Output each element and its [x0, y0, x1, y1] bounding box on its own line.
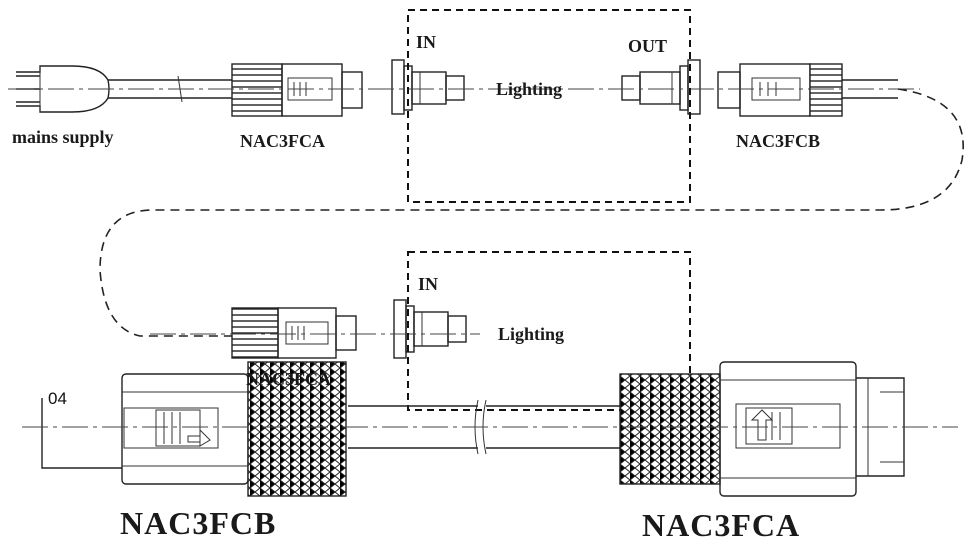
page-marker: 04 — [48, 389, 67, 408]
in-label-top: IN — [416, 32, 436, 52]
loop-cable-dashed — [99, 88, 964, 337]
in-socket-bottom-icon — [393, 299, 467, 359]
nac3fca-top-connector-icon — [231, 63, 363, 117]
lighting-box-top — [407, 9, 691, 203]
lighting-label-top: Lighting — [496, 79, 562, 99]
nac3fcb-top-label: NAC3FCB — [736, 131, 820, 151]
nac3fca-large-connector-icon — [619, 361, 905, 497]
in-label-bottom: IN — [418, 274, 438, 294]
mains-supply-label: mains supply — [12, 127, 114, 147]
out-socket-top-icon — [621, 59, 701, 115]
lighting-label-bottom: Lighting — [498, 324, 564, 344]
nac3fca-top-label: NAC3FCA — [240, 131, 325, 151]
nac3fca-large-label: NAC3FCA — [642, 507, 800, 541]
big-cable — [348, 399, 620, 455]
out-cable-top — [842, 79, 898, 99]
nac3fcb-top-connector-icon — [717, 63, 843, 117]
lighting-box-bottom — [407, 251, 691, 411]
out-label-top: OUT — [628, 36, 667, 56]
nac3fcb-large-connector-icon — [41, 361, 347, 497]
in-socket-top-icon — [391, 59, 465, 115]
nac3fca-middle-label: NAC3FCA — [246, 369, 331, 389]
nac3fcb-large-label: NAC3FCB — [120, 505, 276, 541]
nac3fca-middle-connector-icon — [231, 307, 357, 359]
